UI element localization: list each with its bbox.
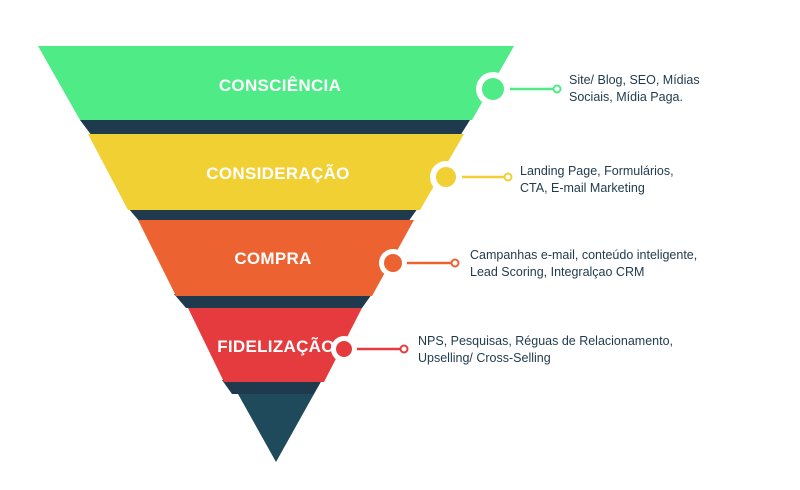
funnel-stage-consideration: CONSIDERAÇÃO (88, 134, 464, 210)
fold-2 (128, 208, 418, 222)
stage-label-1: CONSCIÊNCIA (219, 76, 341, 95)
fold-1 (80, 120, 470, 136)
funnel-tip (238, 394, 314, 462)
stage-label-2: CONSIDERAÇÃO (206, 163, 349, 183)
funnel-stage-purchase: COMPRA (138, 220, 414, 296)
description-line: Site/ Blog, SEO, Mídias (569, 73, 700, 87)
layer-shape-3 (138, 220, 414, 296)
layer-shape-2 (88, 134, 464, 210)
description-line: Landing Page, Formulários, (520, 164, 674, 178)
funnel-stage-conscience: CONSCIÊNCIA (38, 46, 514, 120)
layer-shape-1 (38, 46, 514, 120)
layer-shape-4 (188, 308, 362, 382)
connector-2 (430, 161, 513, 193)
stage-description-3: Campanhas e-mail, conteúdo inteligente, … (470, 247, 697, 281)
stage-description-2: Landing Page, Formulários, CTA, E-mail M… (520, 163, 674, 197)
stage-description-1: Site/ Blog, SEO, Mídias Sociais, Mídia P… (569, 72, 700, 106)
description-line: NPS, Pesquisas, Réguas de Relacionamento… (418, 334, 674, 348)
description-line: Campanhas e-mail, conteúdo inteligente, (470, 248, 698, 262)
description-line: Lead Scoring, Integralçao CRM (470, 265, 645, 279)
description-line: Sociais, Mídia Paga. (569, 90, 683, 104)
connector-4 (331, 336, 409, 362)
stage-label-4: FIDELIZAÇÃO (217, 336, 335, 356)
stage-label-3: COMPRA (234, 249, 311, 268)
description-line: CTA, E-mail Marketing (520, 181, 645, 195)
funnel-stage-loyalty: FIDELIZAÇÃO (188, 308, 362, 382)
fold-4 (222, 380, 322, 394)
connector-1 (476, 72, 562, 106)
connector-3 (379, 249, 460, 277)
description-line: Upselling/ Cross-Selling (418, 351, 551, 365)
stage-description-4: NPS, Pesquisas, Réguas de Relacionamento… (418, 333, 673, 367)
fold-3 (174, 294, 372, 308)
